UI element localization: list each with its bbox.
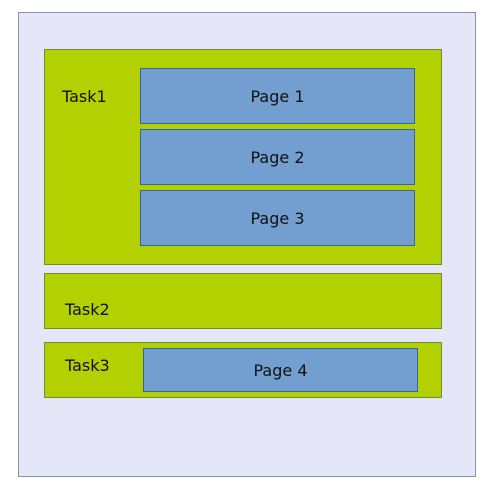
task-3-box: Task3 Page 4 (44, 342, 442, 398)
page-3-box: Page 3 (140, 190, 415, 246)
diagram-frame: Task1 Page 1 Page 2 Page 3 Task2 Task3 P… (18, 12, 476, 477)
task-1-box: Task1 Page 1 Page 2 Page 3 (44, 49, 442, 265)
task-2-box: Task2 (44, 273, 442, 329)
page-2-box: Page 2 (140, 129, 415, 185)
page-4-box: Page 4 (143, 348, 418, 392)
page-1-box: Page 1 (140, 68, 415, 124)
task-3-label: Task3 (65, 356, 110, 375)
task-1-label: Task1 (62, 87, 107, 106)
task-2-label: Task2 (65, 300, 110, 319)
